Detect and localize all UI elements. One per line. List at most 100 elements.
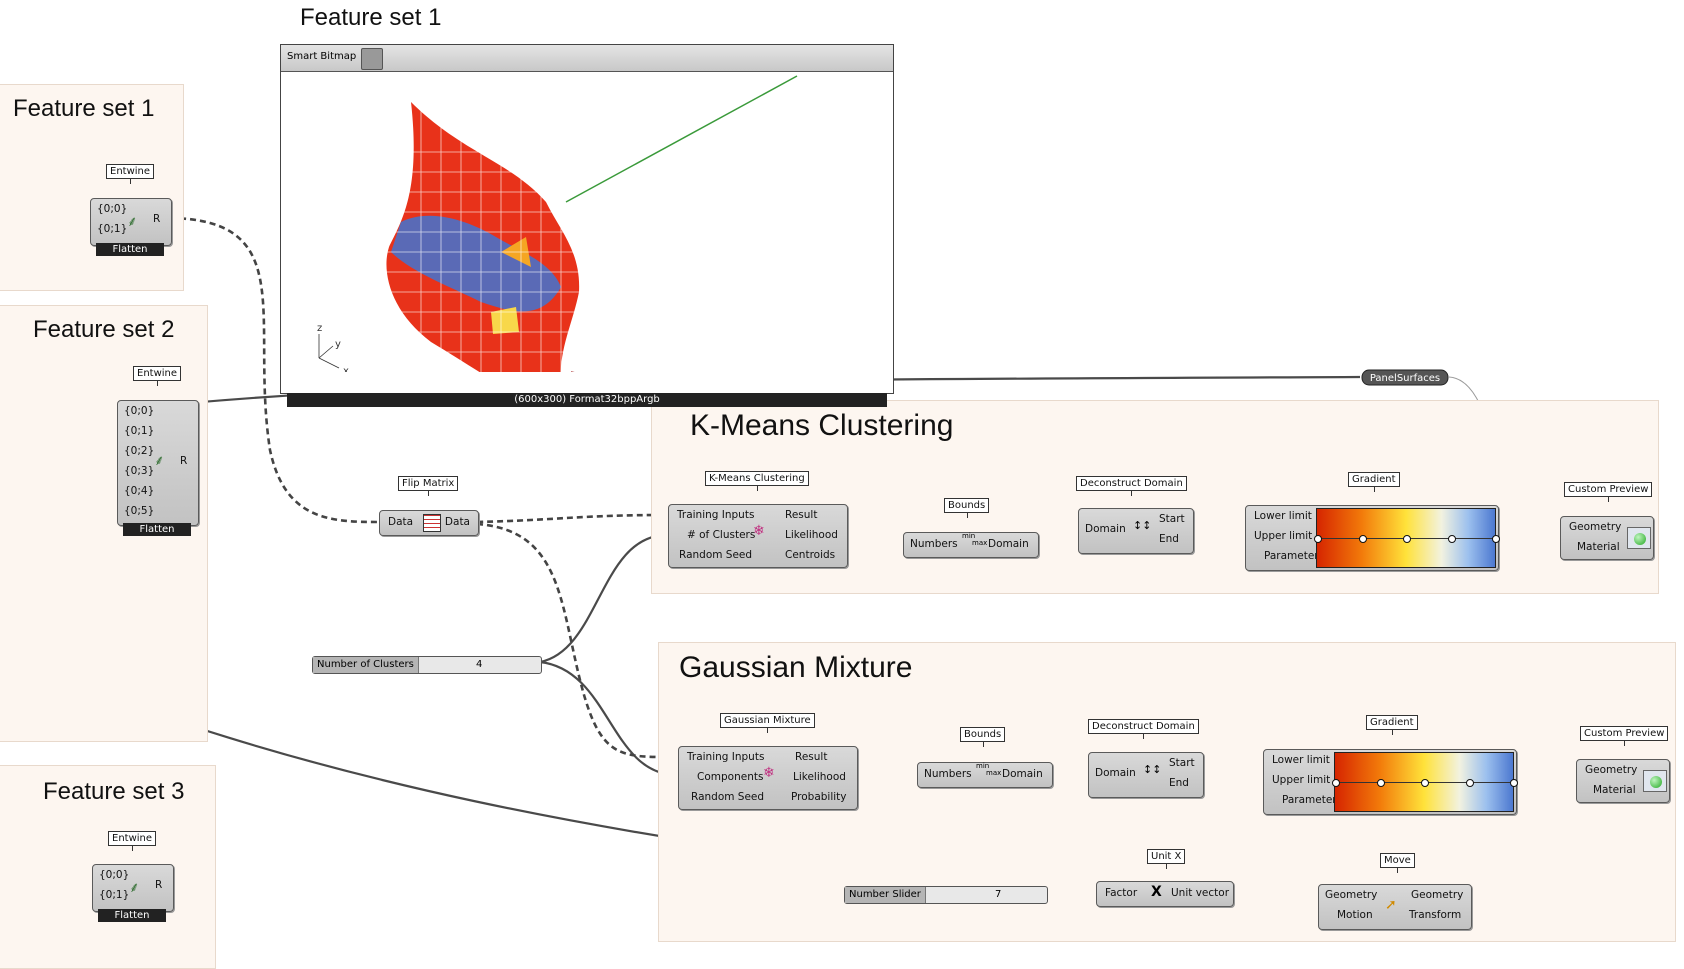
entwine-input-4[interactable]: {0;4} [124,485,155,497]
unit-x[interactable]: Factor X Unit vector [1096,881,1234,907]
move-input-geometry[interactable]: Geometry [1325,889,1378,901]
entwine-3[interactable]: {0;0} {0;1} ⸙ R [92,864,174,912]
entwine-input-0[interactable]: {0;0} [97,203,128,215]
deconstruct-output-end[interactable]: End [1169,777,1189,789]
bounds-input[interactable]: Numbers [910,538,958,550]
kmeans-output-centroids[interactable]: Centroids [785,549,836,561]
gradient-input-upper[interactable]: Upper limit [1254,530,1313,542]
gradient-input-parameter[interactable]: Parameter [1282,794,1337,806]
gauss-output-likelihood[interactable]: Likelihood [793,771,846,783]
number-of-clusters-slider[interactable]: Number of Clusters 4 [312,656,542,674]
gauss-output-probability[interactable]: Probability [791,791,847,803]
gradient-kmeans[interactable]: Lower limit Upper limit Parameter [1245,505,1500,571]
deconstruct-output-start[interactable]: Start [1159,513,1185,525]
gauss-input-components[interactable]: Components [697,771,764,783]
kmeans-input-clusters[interactable]: # of Clusters [687,529,756,541]
surface-grid [381,102,581,372]
gradient-handle[interactable] [1332,779,1340,787]
deconstruct-tag: Deconstruct Domain [1088,719,1199,739]
entwine-input-1[interactable]: {0;1} [97,223,128,235]
entwine-input-0[interactable]: {0;0} [99,869,130,881]
entwine-output[interactable]: R [180,455,188,467]
entwine-input-0[interactable]: {0;0} [124,405,155,417]
gradient-input-parameter[interactable]: Parameter [1264,550,1319,562]
gradient-swatch[interactable] [1332,752,1518,812]
wire [476,513,668,524]
gauss-tag: Gaussian Mixture [720,713,815,733]
bounds-gauss[interactable]: Numbers min max Domain [917,762,1053,788]
gradient-handle[interactable] [1510,779,1518,787]
entwine-output[interactable]: R [153,213,161,225]
unit-x-input[interactable]: Factor [1105,887,1138,899]
kmeans-output-result[interactable]: Result [785,509,818,521]
entwine-input-1[interactable]: {0;1} [99,889,130,901]
flip-matrix-input[interactable]: Data [388,516,414,528]
gradient-input-lower[interactable]: Lower limit [1272,754,1330,766]
gradient-swatch[interactable] [1314,508,1500,568]
entwine-2[interactable]: {0;0} {0;1} {0;2} {0;3} {0;4} {0;5} ⸙ R [117,400,199,526]
gradient-handle[interactable] [1314,535,1322,543]
preview-input-material[interactable]: Material [1577,541,1620,553]
gradient-handle[interactable] [1465,779,1474,787]
gradient-handle[interactable] [1421,779,1429,787]
deconstruct-input[interactable]: Domain [1095,767,1136,779]
kmeans-input-training[interactable]: Training Inputs [677,509,755,521]
custom-preview-gauss[interactable]: Geometry Material [1576,759,1670,803]
gradient-gauss[interactable]: Lower limit Upper limit Parameter [1263,749,1518,815]
slider-value[interactable]: 7 [995,889,1002,900]
gradient-input-lower[interactable]: Lower limit [1254,510,1312,522]
flip-matrix[interactable]: Data Data [379,510,479,536]
preview-input-geometry[interactable]: Geometry [1585,764,1638,776]
group-feature-set-1[interactable]: Feature set 1 [0,84,184,291]
preview-sphere-icon [1627,527,1651,549]
group-title: Feature set 2 [33,316,175,343]
bitmap-header[interactable]: Smart Bitmap [281,45,893,72]
bounds-input[interactable]: Numbers [924,768,972,780]
flip-matrix-output[interactable]: Data [444,516,470,528]
gradient-handle[interactable] [1492,535,1500,543]
gradient-handle[interactable] [1358,535,1367,543]
entwine-1[interactable]: {0;0} {0;1} ⸙ R [90,198,172,246]
move-input-motion[interactable]: Motion [1337,909,1373,921]
relay-panelsurfaces[interactable]: PanelSurfaces [1361,369,1449,386]
deconstruct-domain-kmeans[interactable]: Domain ↕↕ Start End [1078,508,1194,554]
gradient-input-upper[interactable]: Upper limit [1272,774,1331,786]
slider-name: Number of Clusters [313,657,419,673]
preview-input-material[interactable]: Material [1593,784,1636,796]
entwine-input-2[interactable]: {0;2} [124,445,155,457]
entwine-input-5[interactable]: {0;5} [124,505,155,517]
number-slider[interactable]: Number Slider 7 [844,886,1048,904]
bounds-output[interactable]: Domain [1002,768,1043,780]
kmeans-input-seed[interactable]: Random Seed [679,549,753,561]
gradient-handle[interactable] [1376,779,1385,787]
unit-x-output[interactable]: Unit vector [1171,887,1230,899]
move-output-transform[interactable]: Transform [1409,909,1462,921]
move[interactable]: Geometry Motion ➚ Geometry Transform [1318,884,1472,930]
deconstruct-domain-gauss[interactable]: Domain ↕↕ Start End [1088,752,1204,798]
smart-bitmap[interactable]: Smart Bitmap [280,44,894,407]
entwine-input-1[interactable]: {0;1} [124,425,155,437]
entwine-input-3[interactable]: {0;3} [124,465,155,477]
entwine-output[interactable]: R [155,879,163,891]
deconstruct-output-end[interactable]: End [1159,533,1179,545]
bounds-output[interactable]: Domain [988,538,1029,550]
move-output-geometry[interactable]: Geometry [1411,889,1464,901]
gauss-output-result[interactable]: Result [795,751,828,763]
gauss-input-seed[interactable]: Random Seed [691,791,765,803]
bitmap-toggle-button[interactable] [361,48,383,70]
kmeans-clustering[interactable]: Training Inputs # of Clusters Random See… [668,504,848,568]
deconstruct-input[interactable]: Domain [1085,523,1126,535]
preview-input-geometry[interactable]: Geometry [1569,521,1622,533]
deconstruct-output-start[interactable]: Start [1169,757,1195,769]
gauss-input-training[interactable]: Training Inputs [687,751,765,763]
bounds-kmeans[interactable]: Numbers min max Domain [903,532,1039,558]
gradient-handle[interactable] [1403,535,1411,543]
gradient-handle[interactable] [1447,535,1456,543]
bitmap-footer-label: (600x300) Format32bppArgb [514,394,660,405]
gaussian-mixture[interactable]: Training Inputs Components Random Seed ❄… [678,746,858,810]
wire [539,660,678,777]
kmeans-output-likelihood[interactable]: Likelihood [785,529,838,541]
slider-value[interactable]: 4 [476,659,483,670]
custom-preview-kmeans[interactable]: Geometry Material [1560,516,1654,560]
